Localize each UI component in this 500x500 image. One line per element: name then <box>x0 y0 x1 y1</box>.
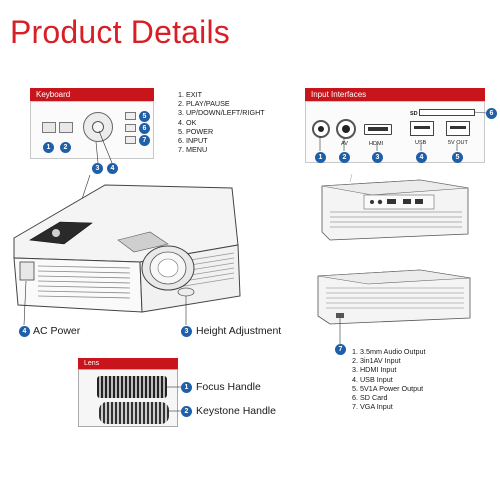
keystone-handle-label: Keystone Handle <box>196 405 276 417</box>
badge-4: 4 <box>107 163 118 174</box>
legend-item: 5. POWER <box>178 126 214 136</box>
usb-port-label: USB <box>415 140 427 146</box>
exit-key <box>42 122 56 133</box>
keystone-badge: 2 <box>181 406 192 417</box>
5v-out-port-inner <box>450 126 466 129</box>
hdmi-badge: 3 <box>372 152 383 163</box>
page-title: Product Details <box>10 14 230 50</box>
height-adjustment-label: Height Adjustment <box>196 325 282 337</box>
badge-5: 5 <box>139 111 150 122</box>
ac-power-label: AC Power <box>33 325 81 337</box>
legend-item: 4. USB Input <box>352 374 393 384</box>
badge-7: 7 <box>139 135 150 146</box>
interfaces-legend: 1. 3.5mm Audio Output 2. 3in1AV Input 3.… <box>352 347 426 411</box>
sd-badge: 6 <box>486 108 497 119</box>
av-badge: 2 <box>339 152 350 163</box>
legend-item: 5. 5V1A Power Output <box>352 383 424 393</box>
usb-port-inner <box>414 126 430 129</box>
vga-badge: 7 <box>335 344 346 355</box>
interfaces-header: Input Interfaces <box>305 88 485 101</box>
legend-item: 1. 3.5mm Audio Output <box>352 347 426 356</box>
input-key <box>125 124 136 132</box>
badge-6: 6 <box>139 123 150 134</box>
legend-item: 4. OK <box>178 117 197 127</box>
sd-port-label: SD <box>410 111 418 117</box>
hdmi-port-label: HDMI <box>369 141 384 147</box>
focus-ring <box>97 376 167 398</box>
keyboard-panel: 1 2 5 6 7 <box>30 101 154 159</box>
focus-handle-label: Focus Handle <box>196 381 261 393</box>
audio-badge: 1 <box>315 152 326 163</box>
hdmi-port-inner <box>368 127 388 131</box>
lens-header: Lens <box>78 358 178 369</box>
power-key <box>125 112 136 120</box>
play-pause-key <box>59 122 73 133</box>
legend-item: 2. 3in1AV Input <box>352 356 401 366</box>
badge-2: 2 <box>60 142 71 153</box>
legend-item: 3. HDMI Input <box>352 365 397 375</box>
legend-item: 6. SD Card <box>352 393 388 403</box>
badge-3: 3 <box>92 163 103 174</box>
usb-badge: 4 <box>416 152 427 163</box>
badge-1: 1 <box>43 142 54 153</box>
legend-item: 7. VGA Input <box>352 402 393 412</box>
focus-badge: 1 <box>181 382 192 393</box>
legend-item: 1. EXIT <box>178 90 202 99</box>
legend-item: 3. UP/DOWN/LEFT/RIGHT <box>178 108 265 118</box>
keyboard-legend: 1. EXIT 2. PLAY/PAUSE 3. UP/DOWN/LEFT/RI… <box>178 90 265 154</box>
legend-item: 7. MENU <box>178 145 208 155</box>
av-port-label: AV <box>341 141 348 147</box>
ok-key <box>92 121 104 133</box>
audio-jack-hole <box>318 126 324 132</box>
lens-panel <box>78 369 178 427</box>
av-jack-hole <box>342 125 350 133</box>
keystone-ring <box>99 402 169 424</box>
legend-item: 6. INPUT <box>178 136 208 146</box>
ac-power-badge: 4 <box>19 326 30 337</box>
legend-item: 2. PLAY/PAUSE <box>178 99 230 109</box>
height-adjustment-badge: 3 <box>181 326 192 337</box>
5v-out-badge: 5 <box>452 152 463 163</box>
5v-out-port-label: 5V OUT <box>448 140 468 146</box>
menu-key <box>125 136 136 144</box>
keyboard-header: Keyboard <box>30 88 154 101</box>
